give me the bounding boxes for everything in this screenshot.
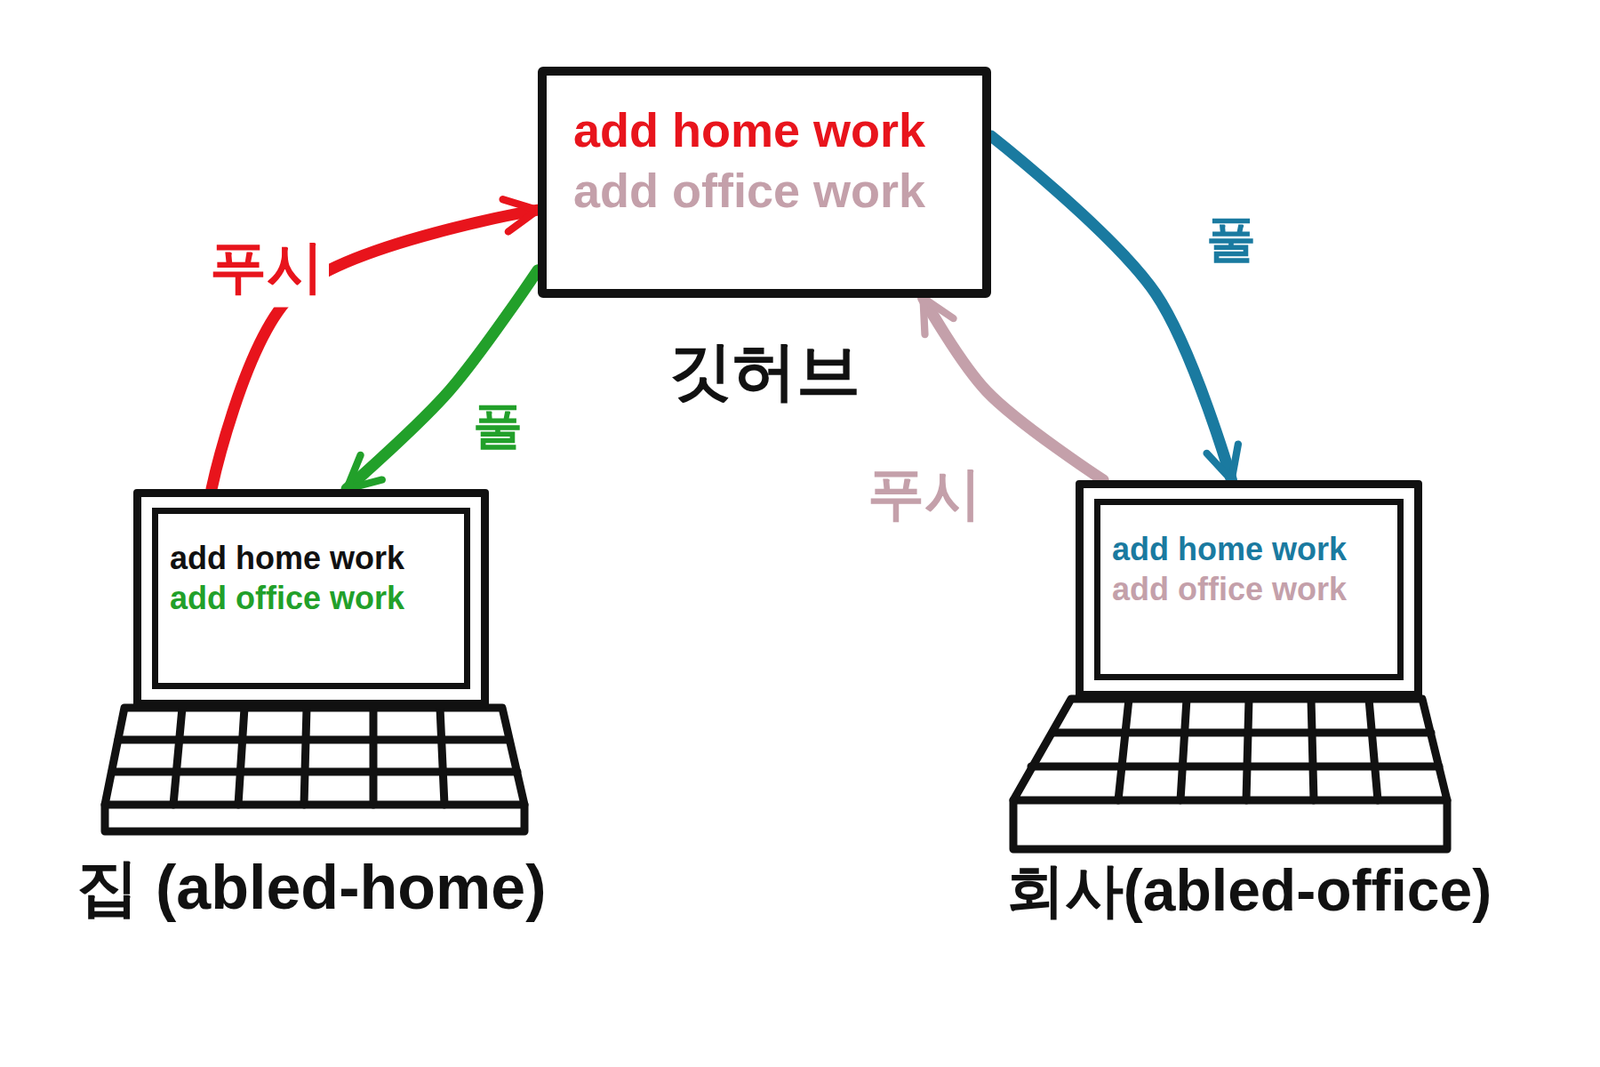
- home-keyboard: [104, 707, 525, 832]
- commit-text: add home work: [1112, 528, 1386, 569]
- home-laptop: add home workadd office work집 (abled-hom…: [133, 488, 489, 708]
- office-laptop: add home workadd office work회사(abled-off…: [1075, 480, 1423, 699]
- commit-text: add home work: [169, 537, 453, 578]
- commit-text: add office work: [169, 577, 453, 618]
- place-label: 회사(abled-office): [1006, 850, 1492, 931]
- github-box: add home workadd office work깃허브: [537, 66, 992, 298]
- commit-text: add office work: [1112, 568, 1386, 609]
- commit-text: add home work: [573, 100, 956, 161]
- edge-label: 풀: [1200, 204, 1262, 276]
- commit-text: add office work: [573, 160, 956, 222]
- edge-label: 풀: [467, 391, 528, 463]
- office-keyboard: [1013, 698, 1448, 849]
- place-label: 깃허브: [668, 328, 861, 415]
- sync-arrow: [346, 270, 538, 489]
- edge-label: 푸시: [204, 226, 329, 308]
- edge-label: 푸시: [862, 453, 987, 535]
- place-label: 집 (abled-home): [76, 846, 547, 930]
